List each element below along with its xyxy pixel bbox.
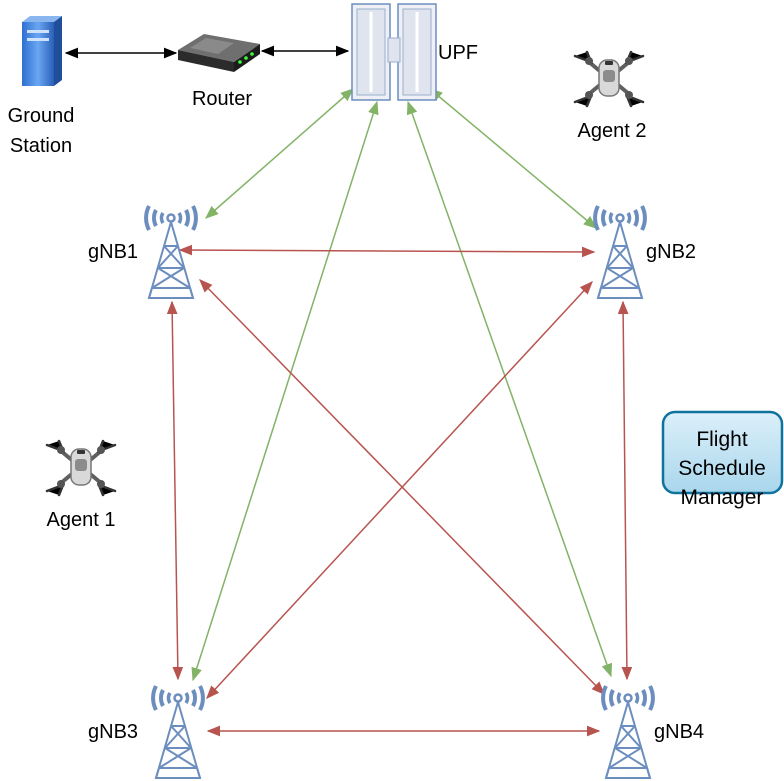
link-gnb1-gnb2 xyxy=(178,244,596,258)
link-upf-gnb3 xyxy=(191,100,379,682)
agent1-node: Agent 1 xyxy=(45,439,117,531)
router-label: Router xyxy=(192,88,252,110)
link-upf-gnb4 xyxy=(406,100,613,678)
cell-tower-icon xyxy=(593,204,647,300)
fsm-label-line1: Flight xyxy=(696,428,748,451)
link-gnb2-gnb3 xyxy=(206,281,593,699)
cell-tower-icon xyxy=(601,684,655,780)
cell-tower-icon xyxy=(151,684,205,780)
agent1-label: Agent 1 xyxy=(47,509,116,531)
gnb2-node: gNB2 xyxy=(593,204,696,300)
drone-icon xyxy=(45,439,117,497)
drone-icon xyxy=(573,50,645,108)
router-icon xyxy=(178,34,260,72)
gnb4-label: gNB4 xyxy=(654,721,704,743)
link-gnb2-gnb4 xyxy=(617,300,633,681)
gnb4-node: gNB4 xyxy=(601,684,704,780)
ground-station-label-line1: Ground xyxy=(8,105,75,127)
agent2-label: Agent 2 xyxy=(578,120,647,142)
cell-tower-icon xyxy=(144,204,198,300)
fsm-label-line3: Manager xyxy=(681,486,764,509)
ground-station-node: Ground Station xyxy=(8,16,75,157)
gnb2-label: gNB2 xyxy=(646,241,696,263)
server-icon xyxy=(22,16,62,86)
upf-label: UPF xyxy=(438,42,478,64)
fsm-box xyxy=(661,410,784,495)
gnb1-label: gNB1 xyxy=(88,241,138,263)
upf-node: UPF xyxy=(351,3,478,101)
backhaul-links xyxy=(191,88,613,682)
fsm-label-line2: Schedule xyxy=(678,457,766,480)
wired-links xyxy=(64,45,350,59)
agent2-node: Agent 2 xyxy=(573,50,647,142)
flight-schedule-manager: Flight Schedule Manager xyxy=(661,410,784,509)
ground-station-label-line2: Station xyxy=(10,135,72,157)
gnb3-label: gNB3 xyxy=(88,721,138,743)
gnb1-node: gNB1 xyxy=(88,204,198,300)
link-upf-gnb2 xyxy=(428,88,598,229)
link-gnb1-gnb3 xyxy=(166,300,184,681)
router-node: Router xyxy=(178,34,260,110)
upf-rack-icon xyxy=(351,3,437,101)
gnb3-node: gNB3 xyxy=(88,684,205,780)
inter-gnb-links xyxy=(166,244,633,737)
